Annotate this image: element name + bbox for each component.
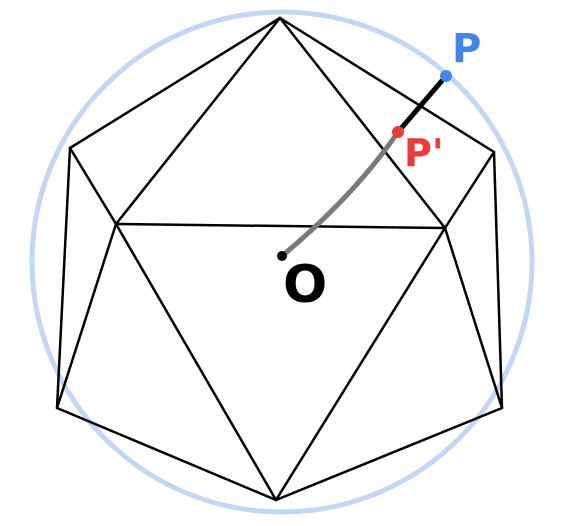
projected-point-label: P' [404, 131, 443, 175]
edge [278, 16, 447, 230]
center-label: O [283, 255, 327, 315]
segment-center-to-projected-point [279, 129, 401, 259]
edge [114, 222, 447, 230]
point-label: P [452, 26, 481, 72]
edge [114, 16, 282, 226]
projected-point [392, 126, 404, 138]
edge [443, 150, 496, 230]
segment-projected-point-to-point [395, 73, 449, 135]
edge [274, 226, 447, 502]
circumscribed-circle [29, 9, 535, 515]
edge [55, 222, 118, 410]
edge [114, 222, 278, 502]
icosahedron-edges [55, 16, 504, 502]
center-point [277, 251, 287, 261]
edge [68, 146, 118, 226]
point-p [440, 70, 452, 82]
edge [443, 226, 504, 410]
